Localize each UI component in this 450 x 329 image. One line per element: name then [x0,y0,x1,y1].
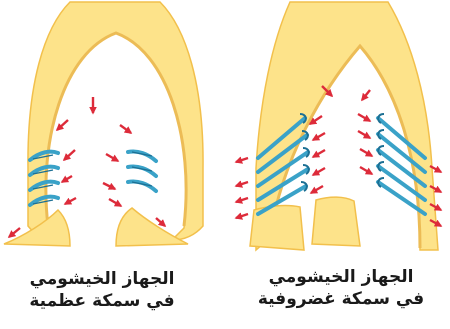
water-flow-arrow-icon [9,228,20,237]
cartilaginous-fish-caption-line1: الجهاز الخيشومي [236,266,446,288]
cartilaginous-fish-panel [236,2,441,250]
water-flow-arrow-icon [57,120,68,130]
bony-fish-gills [30,151,156,205]
water-flow-arrow-icon [64,150,75,160]
water-flow-arrow-icon [109,199,121,206]
water-flow-arrow-icon [313,168,325,175]
water-flow-arrow-icon [313,150,325,157]
water-flow-arrow-icon [360,167,372,174]
bony-fish-caption: الجهاز الخيشومي في سمكة عظمية [4,268,200,312]
water-flow-arrow-icon [65,198,76,204]
water-flow-arrow-icon [358,131,370,138]
cartilaginous-fish-gill-arches [300,114,384,191]
cartilaginous-fish-caption-line2: في سمكة غضروفية [236,288,446,310]
water-flow-arrow-icon [313,133,325,140]
water-flow-arrow-icon [236,198,248,202]
bony-fish-operculum-right [116,208,188,246]
cartilaginous-fish-caption: الجهاز الخيشومي في سمكة غضروفية [236,266,446,310]
water-flow-arrow-icon [106,154,118,161]
cartilaginous-fish-lower-jaw-right [312,197,360,246]
water-flow-arrow-icon [103,183,115,189]
bony-fish-panel [4,2,203,246]
water-flow-arrow-icon [62,176,72,182]
water-flow-arrow-icon [362,90,370,100]
water-flow-arrow-icon [358,114,370,121]
water-flow-arrow-icon [236,182,248,186]
water-flow-arrow-icon [236,214,248,218]
bony-fish-caption-line1: الجهاز الخيشومي [4,268,200,290]
bony-fish-caption-line2: في سمكة عظمية [4,290,200,312]
water-flow-arrow-icon [236,158,248,162]
water-flow-arrow-icon [120,125,131,133]
water-flow-arrow-icon [360,149,372,156]
water-flow-arrow-icon [311,186,323,193]
water-flow-arrow-icon [156,218,165,226]
